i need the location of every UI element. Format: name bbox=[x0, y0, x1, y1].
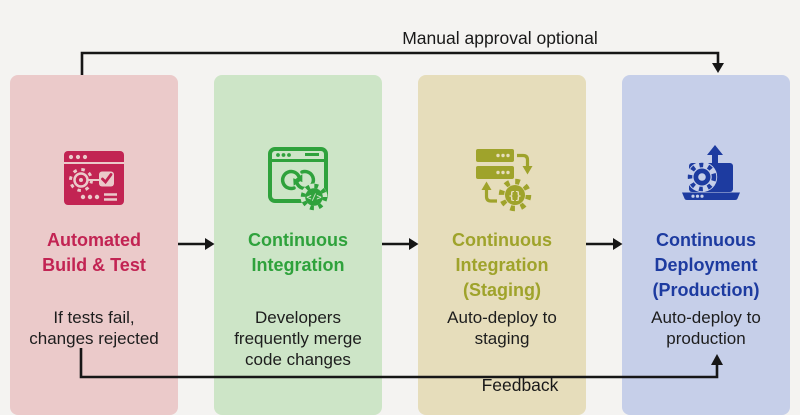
stage-title: Continuous Integration (Staging) bbox=[452, 230, 552, 300]
feedback-label: Feedback bbox=[481, 375, 559, 395]
manual-approval-label: Manual approval optional bbox=[402, 28, 598, 48]
stage-description: If tests fail, changes rejected bbox=[29, 308, 159, 348]
staging-servers-gear-icon: {} bbox=[462, 143, 542, 219]
stage-description: Developers frequently merge code changes bbox=[234, 308, 362, 369]
manual-approval-connector-arrow bbox=[80, 51, 724, 75]
stage-title: Continuous Deployment (Production) bbox=[652, 230, 760, 300]
cicd-pipeline-diagram: { "page": { "background": "#F4F3F1", "co… bbox=[10, 28, 790, 415]
deploy-laptop-gear-icon bbox=[666, 143, 746, 219]
stage-column-automated-build-test: Automated Build & Test If tests fail, ch… bbox=[10, 75, 178, 415]
stage1-to-stage2-arrow bbox=[178, 238, 215, 250]
stage3-to-stage4-arrow bbox=[586, 238, 623, 250]
stage-title: Automated Build & Test bbox=[42, 230, 146, 275]
stage-column-cd-production: Continuous Deployment (Production) Auto-… bbox=[622, 75, 790, 415]
stage-title: Continuous Integration bbox=[248, 230, 348, 275]
stage-column-ci-staging: {} Continuous Integration (Staging) Auto… bbox=[418, 75, 586, 415]
stage-column-continuous-integration: </> Continuous Integration Developers fr… bbox=[214, 75, 382, 415]
stage-description: Auto-deploy to staging bbox=[447, 308, 557, 348]
stage2-to-stage3-arrow bbox=[382, 238, 419, 250]
svg-text:</>: </> bbox=[306, 193, 321, 203]
svg-text:{}: {} bbox=[508, 189, 521, 202]
build-test-window-icon bbox=[54, 143, 134, 219]
stage-description: Auto-deploy to production bbox=[651, 308, 761, 348]
ci-sync-window-icon: </> bbox=[258, 143, 338, 219]
